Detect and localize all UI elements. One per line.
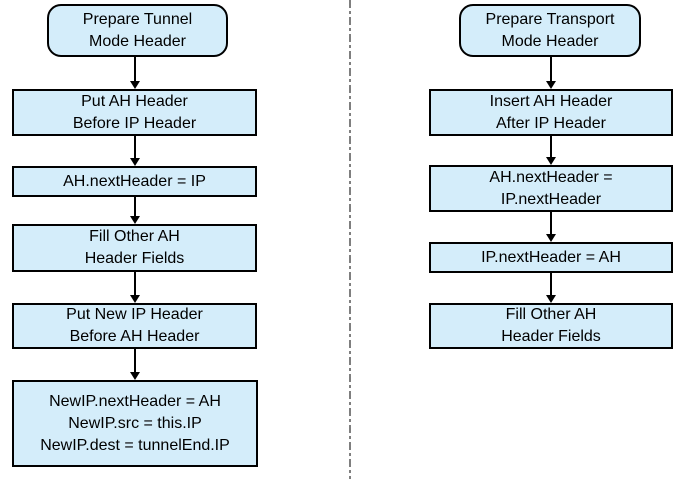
arrow-line (134, 57, 136, 82)
node-label-line: After IP Header (496, 114, 606, 132)
node-label-line: NewIP.nextHeader = AH (49, 392, 221, 410)
arrow-line (134, 197, 136, 217)
arrow-line (550, 212, 552, 235)
arrow-head-icon (130, 295, 140, 303)
down-arrow (546, 57, 556, 89)
node-newip-field-assignments: NewIP.nextHeader = AH NewIP.src = this.I… (12, 380, 258, 467)
arrow-line (134, 136, 136, 159)
node-label-line: Fill Other AH (505, 306, 597, 323)
down-arrow (130, 349, 140, 380)
node-label-line: Before IP Header (72, 114, 197, 132)
node-label-line: AH.nextHeader = (489, 168, 613, 186)
node-label-line: Header Fields (84, 250, 185, 267)
node-fill-other-ah-fields-tunnel: Fill Other AH Header Fields (12, 224, 257, 272)
node-label-line: NewIP.src = this.IP (68, 414, 202, 432)
down-arrow (130, 197, 140, 224)
arrow-head-icon (130, 81, 140, 89)
node-label-line: IP.nextHeader = AH (481, 248, 621, 266)
arrow-head-icon (546, 157, 556, 165)
down-arrow (130, 57, 140, 89)
node-label-line: NewIP.dest = tunnelEnd.IP (40, 436, 230, 454)
arrow-head-icon (130, 216, 140, 224)
node-ah-nextheader-equals-ip-nextheader: AH.nextHeader = IP.nextHeader (429, 165, 673, 212)
arrow-line (134, 349, 136, 373)
node-label-line: Mode Header (89, 32, 186, 50)
node-label-line: Put New IP Header (66, 306, 203, 323)
node-label-line: Insert AH Header (489, 92, 613, 110)
arrow-head-icon (130, 158, 140, 166)
section-divider (349, 0, 351, 479)
node-fill-other-ah-fields-transport: Fill Other AH Header Fields (429, 303, 673, 349)
arrow-head-icon (546, 81, 556, 89)
node-prepare-tunnel-mode-header: Prepare Tunnel Mode Header (47, 4, 228, 57)
arrow-head-icon (130, 372, 140, 380)
down-arrow (130, 272, 140, 303)
node-put-new-ip-header-before-ah: Put New IP Header Before AH Header (12, 303, 257, 349)
node-label-line: AH.nextHeader = IP (63, 172, 206, 190)
arrow-line (550, 273, 552, 296)
node-label-line: Prepare Tunnel (82, 10, 193, 28)
node-label-line: Put AH Header (81, 92, 188, 110)
node-ah-nextheader-equals-ip: AH.nextHeader = IP (12, 166, 257, 197)
node-prepare-transport-mode-header: Prepare Transport Mode Header (459, 4, 641, 57)
node-label-line: Fill Other AH (89, 228, 180, 245)
arrow-line (550, 57, 552, 82)
arrow-head-icon (546, 234, 556, 242)
arrow-head-icon (546, 295, 556, 303)
node-label-line: Mode Header (501, 32, 599, 50)
down-arrow (130, 136, 140, 166)
node-label-line: Header Fields (501, 328, 601, 345)
node-label-line: IP.nextHeader (500, 190, 602, 208)
down-arrow (546, 273, 556, 303)
node-put-ah-header-before-ip: Put AH Header Before IP Header (12, 89, 257, 136)
arrow-line (134, 272, 136, 296)
node-label-line: Prepare Transport (485, 10, 615, 28)
arrow-line (550, 136, 552, 158)
node-insert-ah-header-after-ip: Insert AH Header After IP Header (429, 89, 673, 136)
down-arrow (546, 136, 556, 165)
down-arrow (546, 212, 556, 242)
node-label-line: Before AH Header (69, 328, 200, 345)
node-ip-nextheader-equals-ah: IP.nextHeader = AH (429, 242, 673, 273)
